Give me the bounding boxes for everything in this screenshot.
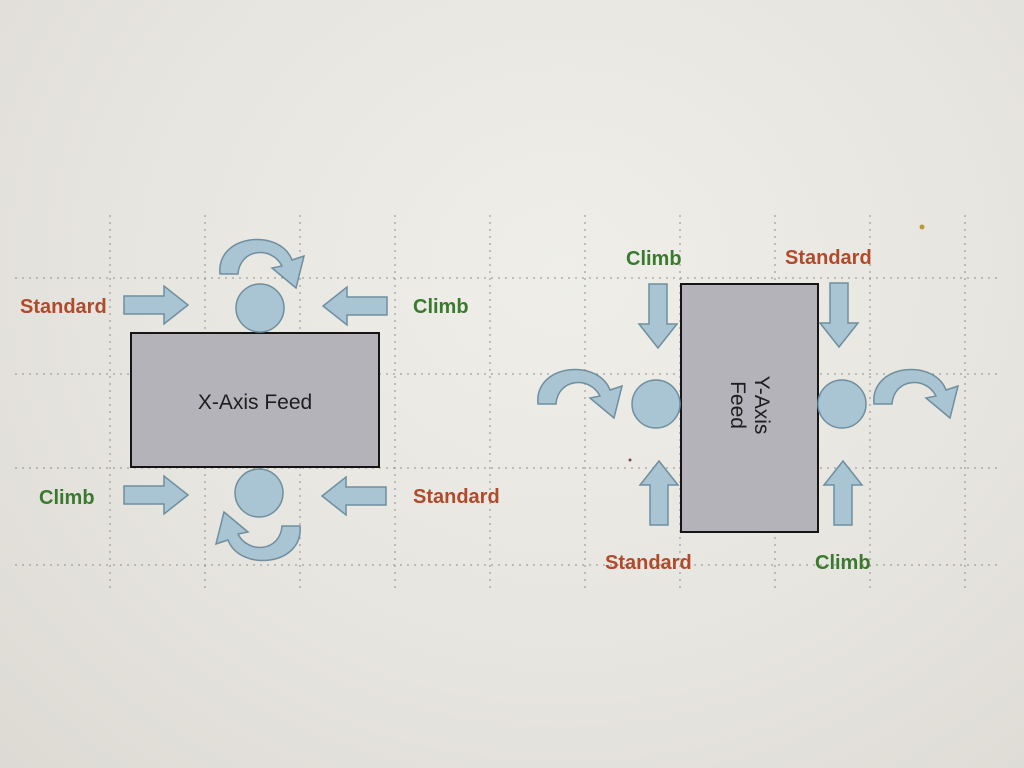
y-bottom-right-label: Climb [815,552,871,574]
y-axis-diagram: Y-Axis Feed Climb Standard Standard Clim… [537,247,959,574]
x-axis-box-label: X-Axis Feed [198,391,312,414]
top-left-down-arrow-icon [638,283,678,349]
y-bottom-left-label: Standard [605,552,692,574]
left-rotation-curved-arrow-icon [537,368,623,419]
top-cutter-circle [235,283,285,333]
dotted-grid [15,215,1000,590]
bottom-right-up-arrow-icon [823,460,863,526]
bottom-right-left-arrow-icon [321,476,387,516]
y-top-left-label: Climb [626,248,682,270]
top-right-left-arrow-icon [322,286,388,326]
right-rotation-curved-arrow-icon [873,368,959,419]
bottom-cutter-circle [234,468,284,518]
x-bottom-left-label: Climb [39,487,95,509]
top-rotation-curved-arrow-icon [219,238,305,289]
y-axis-box-label-line1: Y-Axis [750,376,773,435]
bottom-rotation-curved-arrow-icon [215,511,301,562]
bottom-left-right-arrow-icon [123,475,189,515]
right-cutter-circle [817,379,867,429]
x-bottom-right-label: Standard [413,486,500,508]
x-axis-diagram: X-Axis Feed Standard Climb Climb Standar… [20,238,500,562]
y-axis-workpiece [680,283,819,533]
left-cutter-circle [631,379,681,429]
x-top-left-label: Standard [20,296,107,318]
top-left-right-arrow-icon [123,285,189,325]
paper-speck [628,458,632,462]
x-top-right-label: Climb [413,296,469,318]
paper-speck [919,224,925,230]
top-right-down-arrow-icon [819,282,859,348]
y-axis-box-label-line2: Feed [726,381,749,429]
bottom-left-up-arrow-icon [639,460,679,526]
x-axis-workpiece [130,332,380,468]
y-top-right-label: Standard [785,247,872,269]
